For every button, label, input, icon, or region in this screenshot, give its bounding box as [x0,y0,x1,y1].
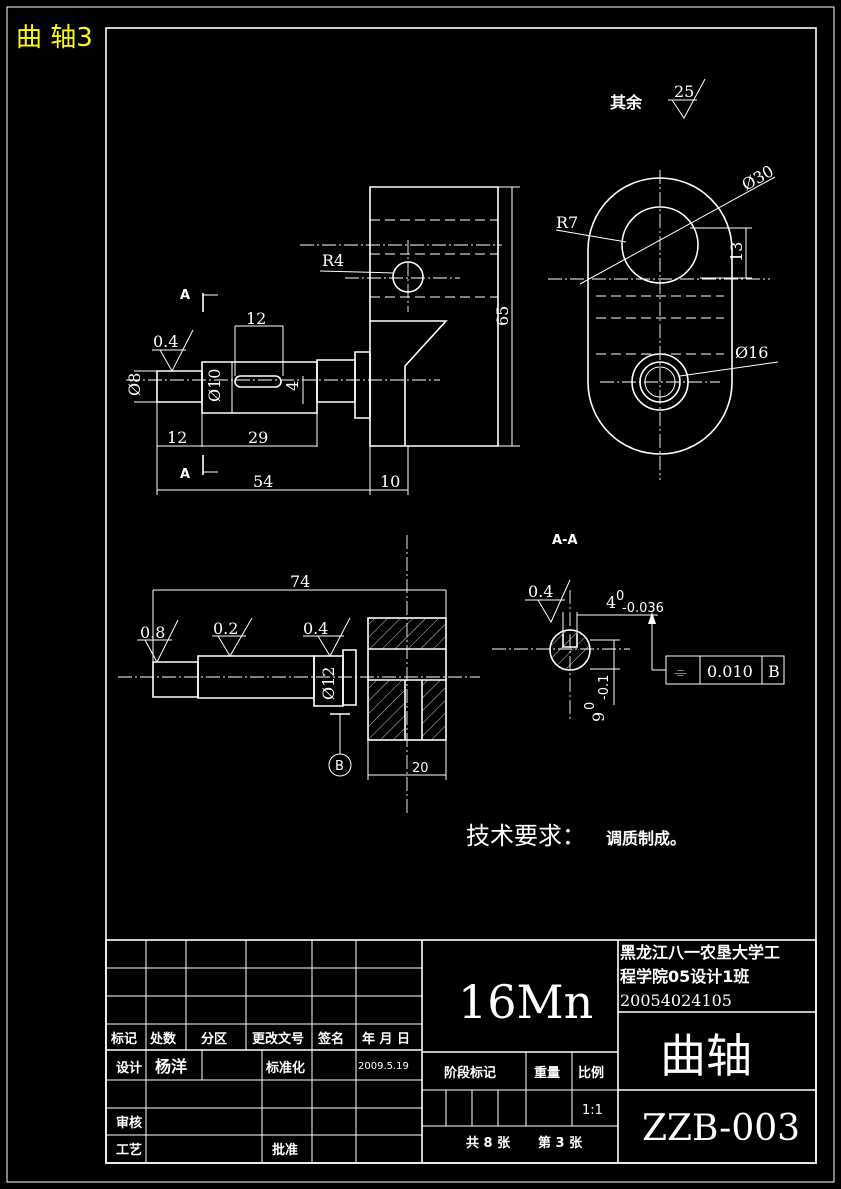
svg-text:共 8 张: 共 8 张 [466,1135,511,1151]
svg-text:1:1: 1:1 [582,1103,603,1118]
svg-text:0.4: 0.4 [153,332,178,351]
side-view: Ø30 R7 13 Ø16 [548,161,779,480]
svg-text:比例: 比例 [578,1065,604,1081]
svg-text:杨洋: 杨洋 [155,1057,187,1076]
svg-text:9: 9 [589,712,608,722]
sheet-label: 曲 轴3 [16,23,93,53]
svg-text:标记: 标记 [110,1031,137,1047]
svg-text:A-A: A-A [552,533,578,548]
svg-text:Ø12: Ø12 [319,667,338,700]
svg-text:其余: 其余 [610,93,643,112]
svg-text:0.4: 0.4 [303,619,328,638]
svg-text:Ø16: Ø16 [735,343,768,362]
svg-text:0: 0 [616,589,624,604]
svg-text:20054024105: 20054024105 [620,991,732,1010]
svg-text:设计: 设计 [116,1060,142,1076]
svg-text:工艺: 工艺 [116,1142,142,1158]
svg-text:0.8: 0.8 [140,623,165,642]
svg-text:审核: 审核 [116,1115,142,1131]
svg-text:ZZB-003: ZZB-003 [642,1108,800,1149]
svg-text:2009.5.19: 2009.5.19 [358,1061,409,1072]
svg-text:第 3 张: 第 3 张 [538,1135,583,1151]
svg-text:0.010: 0.010 [707,662,753,681]
svg-text:标准化: 标准化 [265,1060,305,1076]
svg-text:黑龙江八一农垦大学工: 黑龙江八一农垦大学工 [620,943,780,962]
svg-text:技术要求：: 技术要求： [466,822,586,850]
svg-text:更改文号: 更改文号 [252,1031,304,1047]
svg-text:0.4: 0.4 [528,582,553,601]
outer-frame [6,6,835,1183]
front-view: Ø8 Ø10 4 12 12 29 54 10 65 R4 0.4 A A [125,186,520,495]
svg-text:批准: 批准 [272,1142,298,1158]
datum-b-marker [328,753,352,777]
svg-text:Ø8: Ø8 [125,373,144,396]
svg-text:0: 0 [583,702,598,710]
svg-text:年 月 日: 年 月 日 [362,1031,410,1047]
svg-text:Ø10: Ø10 [205,369,224,402]
svg-text:16Mn: 16Mn [458,975,593,1029]
svg-text:25: 25 [674,82,694,101]
svg-text:R7: R7 [556,213,578,232]
svg-text:阶段标记: 阶段标记 [444,1065,496,1081]
svg-text:12: 12 [167,428,187,447]
svg-text:分区: 分区 [201,1031,227,1047]
svg-text:调质制成。: 调质制成。 [606,829,686,848]
svg-text:4: 4 [606,593,616,612]
svg-text:签名: 签名 [317,1031,344,1047]
svg-text:65: 65 [493,306,512,326]
svg-text:重量: 重量 [534,1065,560,1081]
svg-text:4: 4 [283,381,302,391]
general-roughness-note: 其余 25 [610,78,706,119]
svg-text:-0.1: -0.1 [597,675,612,700]
svg-text:29: 29 [248,428,268,447]
svg-text:B: B [335,759,344,774]
svg-text:B: B [768,662,780,681]
title-block: 标记 处数 分区 更改文号 签名 年 月 日 设计 杨洋 标准化 2009.5.… [105,939,817,1164]
svg-text:13: 13 [727,242,746,262]
svg-text:A: A [180,288,190,303]
svg-text:20: 20 [412,761,429,776]
svg-text:⌯: ⌯ [674,662,687,681]
svg-text:-0.036: -0.036 [622,601,664,616]
svg-text:54: 54 [253,472,273,491]
svg-text:0.2: 0.2 [213,619,238,638]
svg-text:R4: R4 [322,251,344,270]
svg-text:处数: 处数 [149,1031,177,1047]
svg-text:曲轴: 曲轴 [660,1029,752,1083]
tech-requirements: 技术要求： 调质制成。 [466,822,686,850]
tolerance-frame: ⌯ 0.010 B [665,655,785,685]
svg-text:10: 10 [380,472,400,491]
svg-text:程学院05设计1班: 程学院05设计1班 [620,967,749,986]
section-view: A-A 4 0 -0.036 0.4 9 0 -0.1 ⌯ 0.010 B [492,533,785,722]
svg-text:74: 74 [290,572,310,591]
svg-text:A: A [180,467,190,482]
svg-text:12: 12 [246,309,266,328]
bottom-view: 74 Ø12 20 0.8 0.2 0.4 B [118,535,480,815]
svg-text:Ø30: Ø30 [739,161,777,194]
